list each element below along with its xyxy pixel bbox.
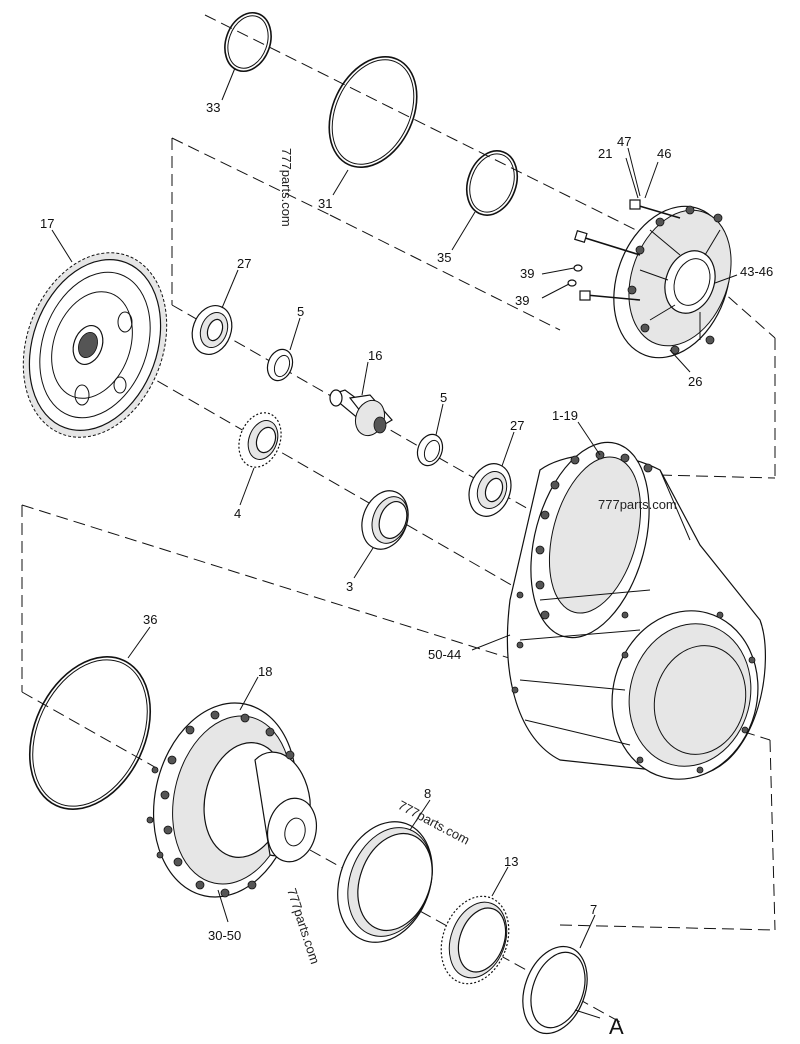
callout-1-19: 1-19: [552, 408, 578, 423]
cover-plate-26: [567, 199, 732, 359]
callout-33: 33: [206, 100, 220, 115]
callout-43-46: 43-46: [740, 264, 773, 279]
o-ring-35: [465, 150, 519, 216]
bearing-4: [238, 412, 282, 468]
watermark-vertical-bottom: 777parts.com: [284, 886, 323, 966]
assembly-axis-lines: [21, 14, 776, 1023]
callout-4: 4: [234, 506, 241, 521]
spacer-5-lower: [416, 433, 444, 467]
callout-5-upper: 5: [297, 304, 304, 319]
callout-50-44: 50-44: [428, 647, 461, 662]
bearing-cup-3: [361, 490, 409, 550]
callout-36: 36: [143, 612, 157, 627]
hub-18: [146, 702, 318, 898]
callout-17: 17: [40, 216, 54, 231]
seal-8: [337, 821, 433, 943]
bearing-27-upper: [191, 305, 233, 355]
o-ring-33: [224, 12, 272, 72]
callout-7: 7: [590, 902, 597, 917]
callout-35: 35: [437, 250, 451, 265]
spacer-5-upper: [266, 348, 294, 382]
housing-1-19: [506, 441, 766, 780]
o-ring-36: [28, 656, 152, 810]
bearing-13: [440, 895, 510, 985]
callout-47: 47: [617, 134, 631, 149]
gear-17: [22, 252, 168, 438]
reference-mark-a: A: [609, 1014, 624, 1039]
leader-lines: [51, 67, 738, 1019]
callout-30-50: 30-50: [208, 928, 241, 943]
callout-5-lower: 5: [440, 390, 447, 405]
callout-27-upper: 27: [237, 256, 251, 271]
callout-46: 46: [657, 146, 671, 161]
callout-27-lower: 27: [510, 418, 524, 433]
watermark-housing: 777parts.com: [598, 497, 677, 512]
callout-8: 8: [424, 786, 431, 801]
callout-labels: 33 31 35 21 47 46 39 39 43-46 26 17 27 5…: [40, 100, 773, 1039]
ring-7: [522, 945, 588, 1035]
callout-31: 31: [318, 196, 332, 211]
callout-26: 26: [688, 374, 702, 389]
callout-13: 13: [504, 854, 518, 869]
pinion-shaft-16: [328, 389, 393, 437]
callout-18: 18: [258, 664, 272, 679]
o-ring-31: [328, 55, 418, 169]
bearing-27-lower: [468, 463, 512, 517]
callout-16: 16: [368, 348, 382, 363]
callout-21: 21: [598, 146, 612, 161]
callout-39-upper: 39: [520, 266, 534, 281]
callout-3: 3: [346, 579, 353, 594]
watermark-vertical-top: 777parts.com: [279, 148, 294, 227]
callout-39-lower: 39: [515, 293, 529, 308]
